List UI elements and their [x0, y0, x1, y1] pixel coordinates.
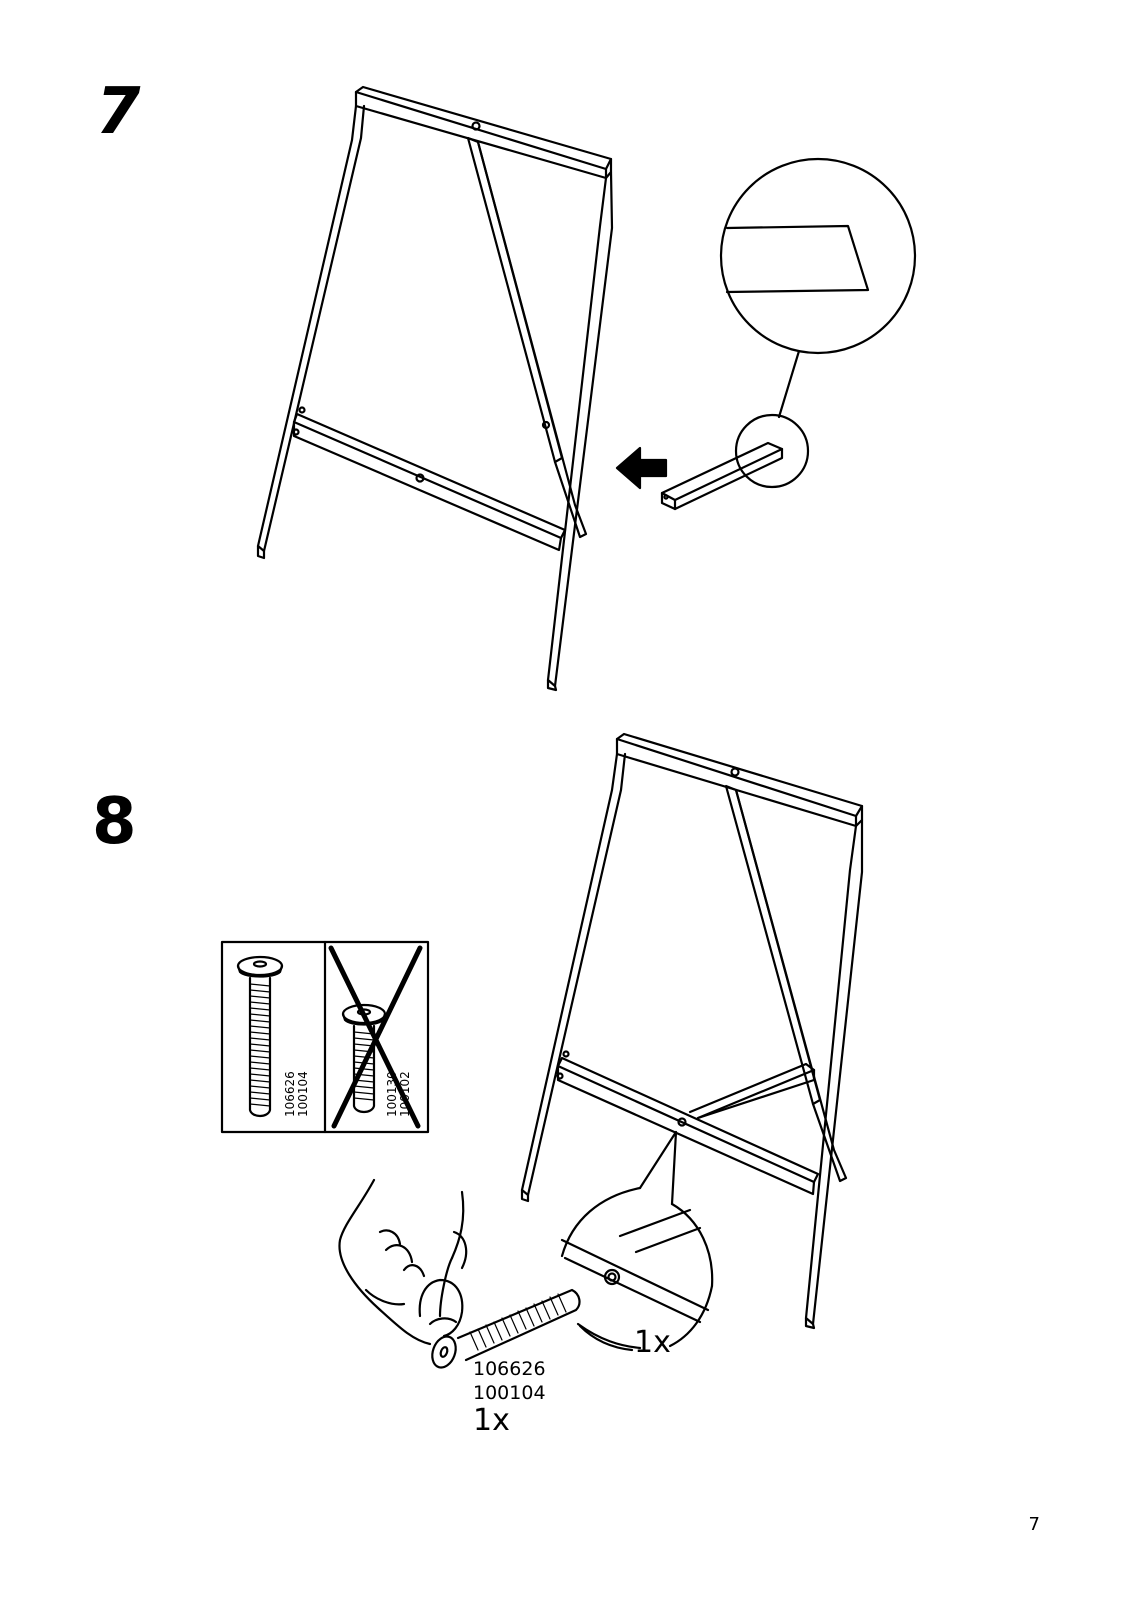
step-7-trestle-frame [258, 87, 612, 690]
correct-screw-code-1: 106626 [283, 1071, 297, 1117]
screw-quantity: 1x [473, 1404, 510, 1438]
correct-screw-code-2: 100104 [296, 1071, 310, 1117]
step-8-hole-magnifier [562, 1132, 712, 1348]
wrong-screw-code-1: 100130 [385, 1071, 399, 1117]
step-7-detail-magnifier [721, 159, 915, 487]
wrong-screw-code-2: 100102 [398, 1071, 412, 1117]
screw-code-1: 106626 [473, 1358, 546, 1380]
hole-quantity: 1x [634, 1326, 671, 1360]
page-number: 7 [1029, 1514, 1040, 1535]
step-8-trestle-frame [522, 734, 862, 1328]
screw-code-2: 100104 [473, 1382, 546, 1404]
hand-with-screw [339, 1180, 579, 1371]
arrow-left-icon [617, 448, 666, 488]
step-7-loose-bar [662, 443, 782, 509]
